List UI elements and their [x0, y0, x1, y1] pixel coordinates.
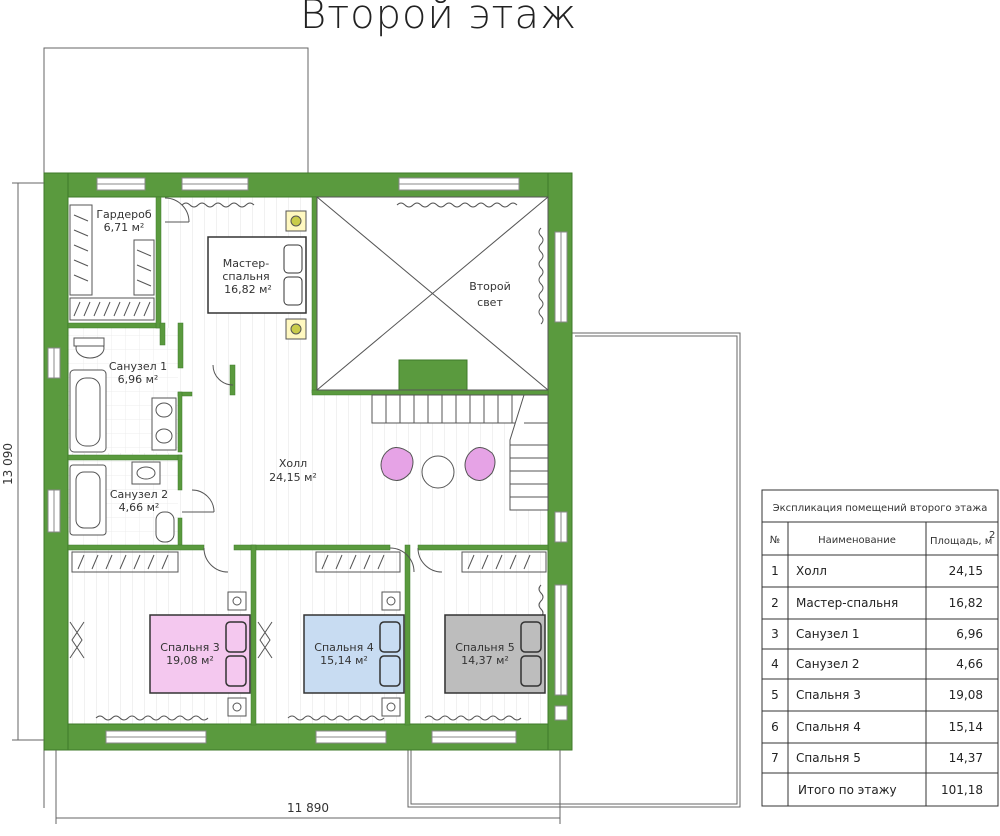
- table-row-area: 4,66: [956, 657, 983, 671]
- dimension-lines: [12, 182, 561, 824]
- interior-walls: [67, 196, 549, 726]
- table-row-name: Мастер-спальня: [796, 596, 898, 610]
- wardrobes: [69, 204, 547, 573]
- bed4-name: Спальня 4: [314, 641, 373, 654]
- bed3-area: 19,08 м²: [166, 654, 214, 667]
- doors: [69, 197, 443, 659]
- room-labels: Гардероб 6,71 м² Мастер- спальня 16,82 м…: [96, 208, 514, 667]
- armchair-right: [464, 447, 496, 481]
- bed4-area: 15,14 м²: [320, 654, 368, 667]
- nightstands: [227, 591, 401, 717]
- bath2-name: Санузел 2: [110, 488, 168, 501]
- second-light-name1: Второй: [469, 280, 511, 293]
- table-col-name: Наименование: [818, 535, 896, 546]
- dimension-height: 13 090: [1, 443, 15, 485]
- garderob-name: Гардероб: [96, 208, 152, 221]
- hall-lounge: [380, 447, 496, 489]
- table-rows: 1 Холл 24,15 2 Мастер-спальня 16,82 3 Санузел 1…: [771, 564, 983, 765]
- bath2-area: 4,66 м²: [119, 501, 160, 514]
- garderob-area: 6,71 м²: [104, 221, 145, 234]
- table-row-area: 14,37: [949, 751, 983, 765]
- bath1-name: Санузел 1: [109, 360, 167, 373]
- table-total-label: Итого по этажу: [798, 783, 897, 797]
- second-light-void: [316, 196, 549, 391]
- table-row-name: Спальня 5: [796, 751, 861, 765]
- table-total-value: 101,18: [941, 783, 983, 797]
- armchair-left: [380, 447, 414, 481]
- bed4-bed: [303, 614, 405, 694]
- master-name1: Мастер-: [223, 257, 269, 270]
- table-row-num: 7: [771, 751, 779, 765]
- table-row-area: 24,15: [949, 564, 983, 578]
- master-name2: спальня: [222, 270, 269, 283]
- table-col-area-sup: 2: [989, 530, 995, 541]
- bed3-name: Спальня 3: [160, 641, 219, 654]
- dimension-width: 11 890: [287, 801, 329, 815]
- table-row-num: 2: [771, 596, 779, 610]
- table-row-num: 1: [771, 564, 779, 578]
- table-row-num: 3: [771, 627, 779, 641]
- table-col-area: Площадь, м: [930, 536, 992, 547]
- table-row-name: Санузел 2: [796, 657, 860, 671]
- table-row-name: Спальня 3: [796, 688, 861, 702]
- table-row-num: 6: [771, 720, 779, 734]
- bath1-area: 6,96 м²: [118, 373, 159, 386]
- table-row-area: 6,96: [956, 627, 983, 641]
- table-title: Экспликация помещений второго этажа: [773, 503, 988, 514]
- hall-area: 24,15 м²: [269, 471, 317, 484]
- explication-table: Экспликация помещений второго этажа № На…: [761, 489, 999, 807]
- page-title: Второй этаж: [300, 0, 578, 38]
- table-row-name: Спальня 4: [796, 720, 861, 734]
- terraces: [43, 47, 741, 808]
- table-row-area: 16,82: [949, 596, 983, 610]
- table-row-name: Санузел 1: [796, 627, 860, 641]
- table-col-num: №: [770, 535, 780, 546]
- windows: [47, 177, 568, 744]
- table-row-num: 4: [771, 657, 779, 671]
- table-row-num: 5: [771, 688, 779, 702]
- staircase: [371, 394, 549, 511]
- hall-name: Холл: [279, 457, 307, 470]
- bed3-bed: [149, 614, 251, 694]
- master-bed: [207, 210, 307, 340]
- bed5-name: Спальня 5: [455, 641, 514, 654]
- bed5-area: 14,37 м²: [461, 654, 509, 667]
- bedroom-beds: [149, 614, 546, 694]
- master-area: 16,82 м²: [224, 283, 272, 296]
- table-row-name: Холл: [796, 564, 827, 578]
- table-row-area: 15,14: [949, 720, 983, 734]
- bathroom-fixtures: [69, 337, 177, 543]
- second-light-name2: свет: [477, 296, 503, 309]
- bed5-bed: [444, 614, 546, 694]
- table-row-area: 19,08: [949, 688, 983, 702]
